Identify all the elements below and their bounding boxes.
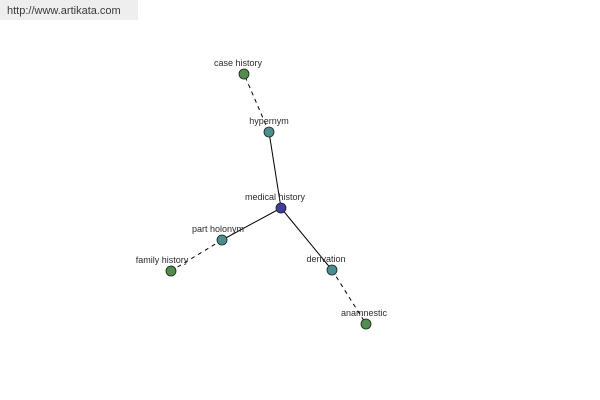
nodes-layer: medical history hypernym case history part … (136, 58, 388, 330)
node-dot-hypernym[interactable] (263, 126, 275, 138)
edge-part-holonym-family-history (170, 239, 223, 272)
node-part-holonym[interactable]: part holonym (192, 224, 244, 246)
node-family-history[interactable]: family history (136, 255, 189, 277)
edge-medical-history-hypernym (268, 131, 282, 209)
node-dot-part-holonym[interactable] (216, 234, 228, 246)
edge-medical-history-part-holonym (221, 207, 282, 241)
node-medical-history[interactable]: medical history (245, 192, 306, 214)
node-derivation[interactable]: derivation (306, 254, 346, 276)
source-url-bar: http://www.artikata.com (0, 0, 138, 20)
node-label-family-history: family history (136, 255, 189, 265)
node-label-anamnestic: anamnestic (341, 308, 388, 318)
node-label-medical-history: medical history (245, 192, 306, 202)
node-label-part-holonym: part holonym (192, 224, 244, 234)
node-label-derivation: derivation (306, 254, 345, 264)
edge-derivation-anamnestic (331, 269, 367, 325)
node-case-history[interactable]: case history (214, 58, 263, 80)
edge-medical-history-derivation (280, 207, 333, 271)
node-dot-anamnestic[interactable] (360, 318, 372, 330)
node-label-hypernym: hypernym (249, 116, 289, 126)
node-hypernym[interactable]: hypernym (249, 116, 289, 138)
node-dot-family-history[interactable] (165, 265, 177, 277)
source-url-text[interactable]: http://www.artikata.com (7, 5, 121, 17)
edge-hypernym-case-history (243, 73, 270, 133)
node-anamnestic[interactable]: anamnestic (341, 308, 388, 330)
node-dot-case-history[interactable] (238, 68, 250, 80)
node-dot-medical-history[interactable] (275, 202, 287, 214)
node-label-case-history: case history (214, 58, 263, 68)
node-dot-derivation[interactable] (326, 264, 338, 276)
edges-layer (170, 73, 367, 325)
